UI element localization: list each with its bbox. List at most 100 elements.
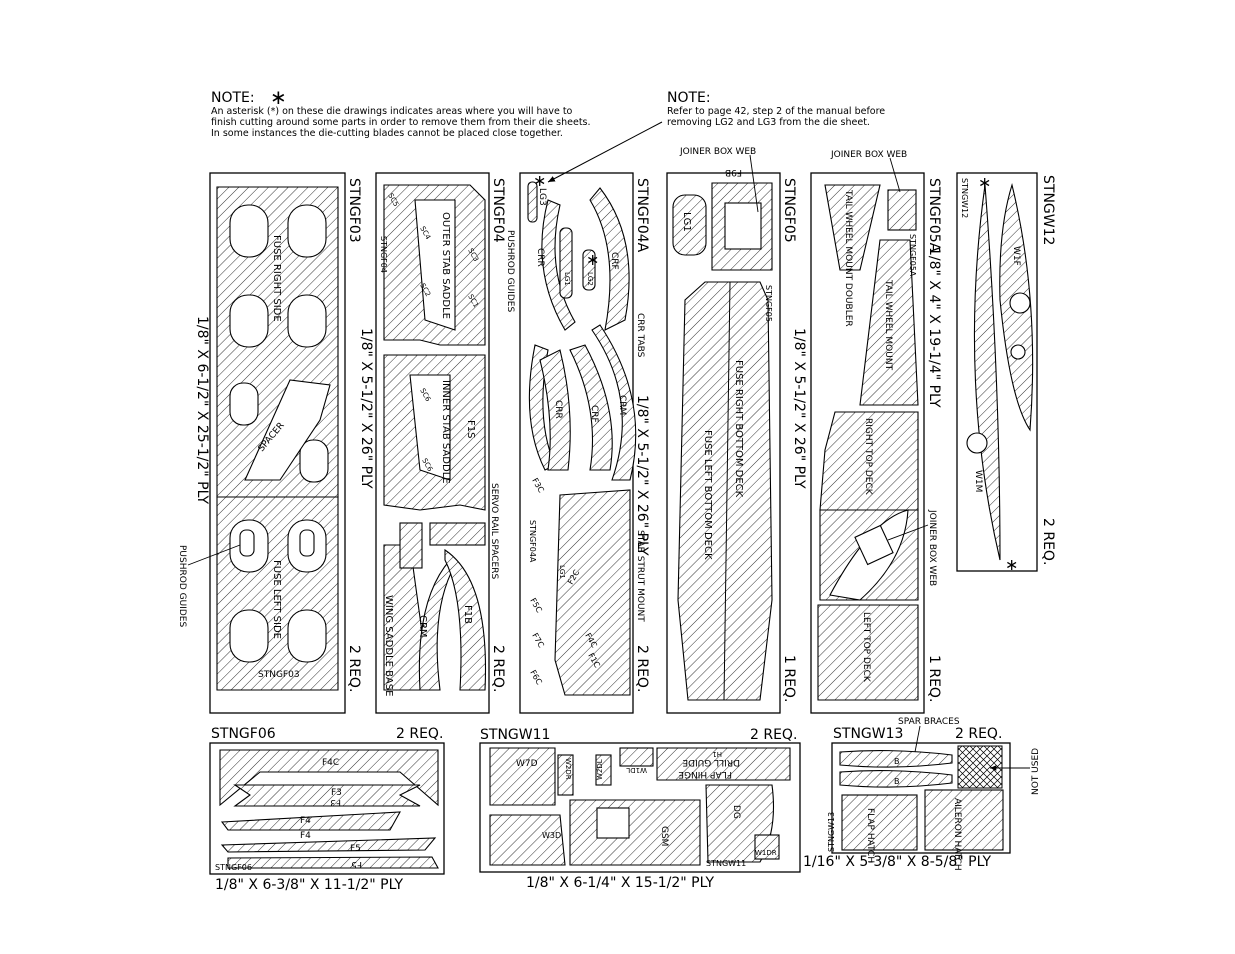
- callout-leader: [887, 524, 929, 541]
- part-gsm: [569, 799, 701, 866]
- lightening-hole: [229, 294, 269, 348]
- sheet-title: STNGW12: [1040, 175, 1056, 245]
- label-fuse-right-bottom-deck: FUSE RIGHT BOTTOM DECK: [733, 360, 744, 498]
- lightening-hole: [229, 609, 269, 663]
- part-f4: [220, 811, 401, 831]
- joiner-box-opening: [724, 202, 762, 250]
- label-f5-2: F5: [351, 859, 362, 869]
- pushrod-guide: [299, 529, 315, 557]
- saddle-cutout: [414, 199, 456, 331]
- sheet-qty: 2 REQ.: [346, 645, 362, 692]
- part-w1m: [973, 184, 1001, 561]
- part-f5-2: [227, 856, 439, 869]
- label-f4: F4: [300, 816, 311, 826]
- label-lg3: LG3: [537, 188, 547, 206]
- part-tail-wheel-mount-doubler: [824, 184, 881, 271]
- label-crf-2: CRF: [589, 405, 599, 423]
- part-left-top-deck: [817, 604, 919, 701]
- note-leader-line: [547, 121, 663, 183]
- sheet-title: STNGF05: [781, 178, 797, 243]
- label-stab-strut-mount: STAB STRUT MOUNT: [635, 530, 645, 622]
- label-not-used: NOT USED: [1031, 748, 1041, 795]
- label-f3: F3: [331, 788, 342, 798]
- part-crr-2: [539, 349, 571, 471]
- sheet-title: STNGF06: [211, 726, 276, 742]
- label-servo-rail-spacers: SERVO RAIL SPACERS: [489, 483, 499, 579]
- part-flap-hatch: [841, 794, 918, 851]
- label-stngw13: STNGW13: [827, 812, 836, 852]
- part-w2dl: [595, 754, 612, 786]
- part-w7d: [489, 747, 556, 806]
- callout-pushrod-guides: PUSHROD GUIDES: [177, 545, 187, 627]
- pushrod-guide: [239, 529, 255, 557]
- deck-split-line: [723, 281, 731, 701]
- part-servo-rail-spacer: [399, 522, 423, 569]
- note-right-line-1: Refer to page 42, step 2 of the manual b…: [667, 106, 885, 117]
- label-stngf05: STNGF05: [764, 285, 773, 322]
- label-stngf04: STNGF04: [379, 236, 388, 273]
- label-fuse-left-bottom-deck: FUSE LEFT BOTTOM DECK: [702, 430, 713, 560]
- sheet-outline: [375, 172, 490, 714]
- label-crm: CRM: [617, 395, 627, 415]
- label-f9b: F9B: [725, 167, 742, 177]
- sheet-outline: [209, 742, 445, 875]
- sheet-size: 1/16" X 5-3/8" X 8-5/8" PLY: [803, 854, 992, 870]
- label-joiner-box-web: JOINER BOX WEB: [679, 147, 756, 157]
- spar-hole: [966, 432, 988, 454]
- part-f5: [220, 837, 437, 853]
- lightening-hole: [229, 382, 259, 426]
- part-crr: [541, 199, 576, 331]
- lightening-hole: [287, 204, 327, 258]
- label-crr-tabs: CRR TABS: [635, 313, 645, 358]
- part-f1b: [444, 548, 487, 691]
- label-left-top-deck: LEFT TOP DECK: [861, 612, 871, 683]
- sheet-qty: 2 REQ.: [750, 727, 797, 743]
- sheet-stngf05: JOINER BOX WEB F9B LG1 STNGF05 FUSE RIGH…: [666, 147, 807, 714]
- part-w2dr: [557, 754, 574, 796]
- part-lg3: [527, 181, 538, 223]
- part-spar-brace-2: [839, 769, 953, 788]
- label-f3c: F3C: [530, 477, 546, 495]
- sheet-outline: [831, 742, 1011, 854]
- sheet-title: STNGF04A: [634, 178, 650, 253]
- asterisk-icon: ∗: [978, 173, 991, 192]
- label-f1b: F1B: [462, 605, 473, 624]
- label-crr-2: CRR: [553, 400, 563, 419]
- label-lg2: LG2: [586, 272, 594, 286]
- sheet-size: 1/8" X 6-3/8" X 11-1/2" PLY: [215, 877, 404, 893]
- sheet-outline: [209, 172, 346, 714]
- label-w2dr: W2DR: [564, 758, 572, 780]
- label-stngf05a: STNGF05A: [908, 234, 917, 277]
- note-right-heading: NOTE:: [667, 90, 711, 106]
- part-flap-hinge-drill-guide: [656, 747, 791, 781]
- label-tail-wheel-mount-doubler: TAIL WHEEL MOUNT DOUBLER: [843, 189, 853, 327]
- note-left-heading: NOTE:: [211, 90, 255, 106]
- sheet-qty: 2 REQ.: [634, 645, 650, 692]
- label-tail-wheel-mount: TAIL WHEEL MOUNT: [883, 279, 893, 371]
- label-aileron-hatch: AILERON HATCH: [952, 798, 962, 871]
- label-part-number: STNGF03: [258, 670, 300, 680]
- label-joiner-box-web-side: JOINER BOX WEB: [927, 509, 937, 586]
- sheet-size: 1/8" X 4" X 19-1/4" PLY: [926, 247, 942, 408]
- label-f3-2: F3: [330, 797, 341, 807]
- label-f4-2: F4: [300, 831, 311, 841]
- part-tail-wheel-mount: [859, 239, 919, 406]
- callout-leader: [749, 154, 759, 213]
- note-left: NOTE: ∗ An asterisk (*) on these die dra…: [211, 85, 591, 139]
- label-stngw12: STNGW12: [960, 178, 969, 218]
- label-w1dr: W1DR: [755, 849, 777, 857]
- label-joiner-box-web: JOINER BOX WEB: [830, 150, 907, 160]
- asterisk-icon: ∗: [270, 85, 287, 109]
- label-stngw11: STNGW11: [706, 859, 746, 868]
- label-fuse-left-side: FUSE LEFT SIDE: [271, 560, 282, 639]
- asterisk-icon: ∗: [533, 171, 546, 190]
- label-w3d: W3D: [542, 831, 561, 840]
- label-spar-braces: SPAR BRACES: [898, 717, 960, 727]
- part-not-used: [957, 745, 1003, 789]
- label-b-2: B: [894, 777, 900, 786]
- label-w2dl: W2DL: [596, 759, 604, 780]
- label-f1s: F1S: [465, 420, 476, 438]
- asterisk-icon: ∗: [586, 250, 599, 269]
- sheet-title: STNGW13: [833, 726, 903, 742]
